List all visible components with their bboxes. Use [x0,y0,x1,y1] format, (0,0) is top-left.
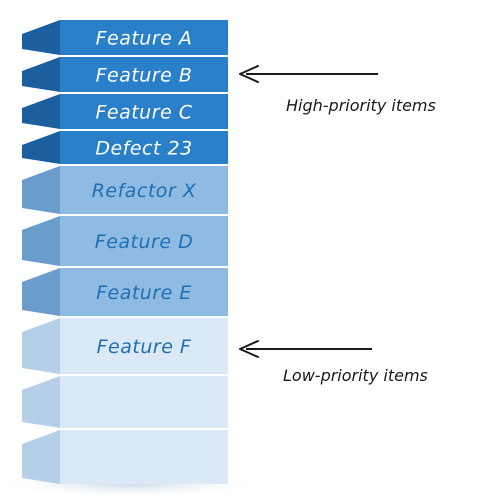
backlog-item-side-face [22,20,60,55]
backlog-item-front-face [60,216,228,266]
backlog-item-side-face [22,318,60,374]
backlog-item-label: Feature C [95,102,192,124]
backlog-item: Feature A [22,20,228,55]
backlog-item-label: Feature F [97,336,192,358]
backlog-item-side-face [22,94,60,129]
backlog-item: Feature F [22,318,228,374]
low-priority-label: Low-priority items [283,366,428,385]
backlog-item-front-face [60,166,228,214]
backlog-item [22,430,228,484]
high-priority-annotation: High-priority items [239,65,436,115]
backlog-item-label: Defect 23 [95,138,192,160]
backlog-item: Feature E [22,268,228,316]
backlog-item-front-face [60,430,228,484]
backlog-item-side-face [22,430,60,484]
backlog-item-side-face [22,376,60,428]
backlog-item-side-face [22,57,60,92]
backlog-item-side-face [22,216,60,266]
backlog-item-front-face [60,318,228,374]
backlog-item: Feature D [22,216,228,266]
backlog-item-side-face [22,166,60,214]
low-priority-annotation: Low-priority items [239,340,428,385]
backlog-item-label: Feature E [96,282,192,304]
backlog-item: Feature C [22,94,228,129]
backlog-item-front-face [60,131,228,164]
backlog-item-label: Feature B [96,65,193,87]
backlog-item-front-face [60,268,228,316]
backlog-item-side-face [22,268,60,316]
backlog-item-front-face [60,376,228,428]
backlog-item: Refactor X [22,166,228,214]
backlog-item: Feature B [22,57,228,92]
high-priority-arrow-head [239,65,259,83]
backlog-stack: Feature A Feature B Feature C Defect 23 Refa… [22,20,228,484]
backlog-item: Defect 23 [22,131,228,164]
backlog-item-label: Feature D [95,231,193,253]
low-priority-arrow-head [239,340,259,358]
backlog-item-front-face [60,57,228,92]
backlog-item-side-face [22,131,60,164]
backlog-item-label: Refactor X [92,180,197,202]
backlog-item-front-face [60,94,228,129]
backlog-item [22,376,228,428]
backlog-item-label: Feature A [96,28,193,50]
backlog-item-front-face [60,20,228,55]
high-priority-label: High-priority items [286,96,436,115]
